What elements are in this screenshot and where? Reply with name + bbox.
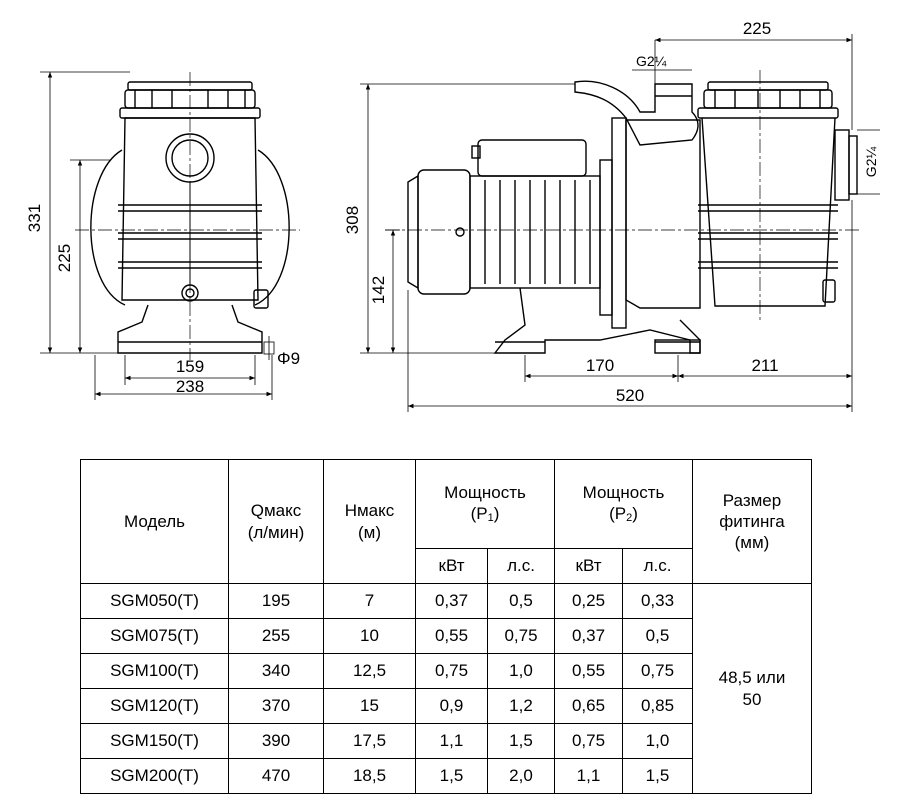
header-p2: Мощность(P2) (554, 459, 693, 549)
cell-model: SGM200(T) (80, 758, 229, 794)
side-view (385, 70, 860, 354)
cell-p1-hp: 0,5 (487, 583, 555, 619)
cell-p2-hp: 1,5 (622, 758, 693, 794)
cell-q: 470 (228, 758, 324, 794)
table-row: SGM120(T) 370 15 0,9 1,2 0,65 0,85 (80, 688, 812, 724)
pump-technical-drawing: 331 225 159 238 Φ9 (25, 19, 880, 412)
cell-p2-hp: 0,33 (622, 583, 693, 619)
cell-model: SGM050(T) (80, 583, 229, 619)
dim-fitting-side: G2¼ (863, 147, 879, 178)
dim-170: 170 (586, 356, 614, 375)
cell-p2-kw: 0,75 (554, 723, 623, 759)
table-row: SGM100(T) 340 12,5 0,75 1,0 0,55 0,75 (80, 653, 812, 689)
dim-308: 308 (343, 206, 362, 234)
cell-p1-hp: 1,0 (487, 653, 555, 689)
cell-p1-hp: 0,75 (487, 618, 555, 654)
dim-fitting-top: G2¼ (636, 53, 667, 69)
cell-h: 17,5 (323, 723, 416, 759)
dim-520: 520 (616, 386, 644, 405)
cell-q: 370 (228, 688, 324, 724)
header-p2-hp: л.с. (622, 548, 693, 584)
header-p1: Мощность(P1) (415, 459, 555, 549)
dim-hole-dia: Φ9 (277, 349, 300, 368)
cell-p2-hp: 1,0 (622, 723, 693, 759)
header-p1-kw: кВт (415, 548, 488, 584)
cell-p1-kw: 0,37 (415, 583, 488, 619)
header-p2-kw: кВт (554, 548, 623, 584)
cell-model: SGM100(T) (80, 653, 229, 689)
cell-p1-kw: 0,55 (415, 618, 488, 654)
header-p1-hp: л.с. (487, 548, 555, 584)
cell-model: SGM120(T) (80, 688, 229, 724)
cell-p2-kw: 0,55 (554, 653, 623, 689)
dim-225-top: 225 (743, 19, 771, 38)
cell-h: 10 (323, 618, 416, 654)
header-qmax: Qмакс(л/мин) (228, 459, 324, 584)
cell-p1-hp: 2,0 (487, 758, 555, 794)
cell-p1-kw: 1,1 (415, 723, 488, 759)
cell-h: 15 (323, 688, 416, 724)
dim-331: 331 (25, 204, 44, 232)
cell-p2-hp: 0,85 (622, 688, 693, 724)
cell-p2-kw: 0,37 (554, 618, 623, 654)
dim-238: 238 (176, 377, 204, 396)
cell-p2-hp: 0,75 (622, 653, 693, 689)
header-model: Модель (80, 459, 229, 584)
table-row: SGM200(T) 470 18,5 1,5 2,0 1,1 1,5 (80, 758, 812, 794)
cell-p2-kw: 0,25 (554, 583, 623, 619)
side-dimensions (360, 34, 880, 412)
cell-model: SGM075(T) (80, 618, 229, 654)
cell-h: 12,5 (323, 653, 416, 689)
cell-p2-kw: 0,65 (554, 688, 623, 724)
dim-142: 142 (369, 276, 388, 304)
dim-159: 159 (176, 357, 204, 376)
cell-model: SGM150(T) (80, 723, 229, 759)
cell-q: 390 (228, 723, 324, 759)
cell-p1-hp: 1,5 (487, 723, 555, 759)
cell-p2-hp: 0,5 (622, 618, 693, 654)
cell-p1-hp: 1,2 (487, 688, 555, 724)
table-row: SGM050(T) 195 7 0,37 0,5 0,25 0,33 48,5 … (80, 583, 812, 794)
table-row: SGM075(T) 255 10 0,55 0,75 0,37 0,5 (80, 618, 812, 654)
front-dimensions (40, 71, 275, 400)
cell-q: 340 (228, 653, 324, 689)
table-row: SGM150(T) 390 17,5 1,1 1,5 0,75 1,0 (80, 723, 812, 759)
cell-fitting: 48,5 или 50 (692, 583, 812, 794)
cell-p1-kw: 0,75 (415, 653, 488, 689)
front-view (75, 72, 300, 360)
header-fitting: Размер фитинга (мм) (692, 459, 812, 584)
cell-p2-kw: 1,1 (554, 758, 623, 794)
dim-211: 211 (751, 356, 778, 375)
cell-h: 7 (323, 583, 416, 619)
cell-p1-kw: 1,5 (415, 758, 488, 794)
cell-p1-kw: 0,9 (415, 688, 488, 724)
cell-q: 255 (228, 618, 324, 654)
cell-h: 18,5 (323, 758, 416, 794)
dim-225-front: 225 (55, 244, 74, 272)
header-hmax: Нмакс(м) (323, 459, 416, 584)
spec-table: Модель Qмакс(л/мин) Нмакс(м) Мощность(P1… (80, 459, 812, 794)
cell-q: 195 (228, 583, 324, 619)
